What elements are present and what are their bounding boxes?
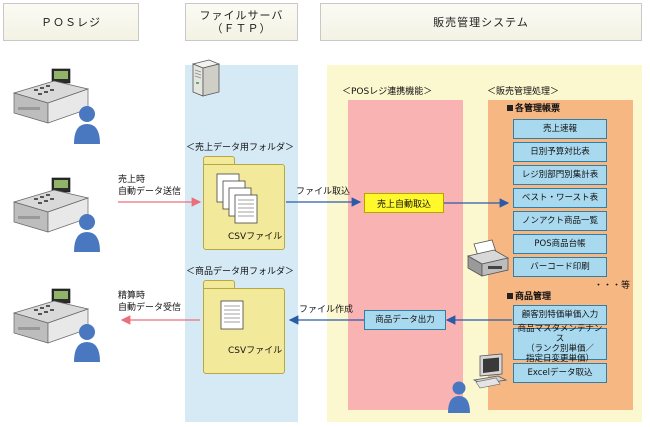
bullet-square (507, 293, 513, 299)
recv-label-line2: 自動データ受信 (118, 303, 182, 313)
send-label-line1: 売上時 (118, 175, 146, 185)
create-label: ファイル作成 (299, 305, 354, 315)
report-item-label: 日別予算対比表 (530, 147, 590, 157)
header-ftp: ファイルサーバ （ＦＴＰ） (185, 3, 298, 41)
person-icon (74, 324, 100, 362)
printer-icon (466, 239, 510, 277)
computer-icon (472, 353, 508, 389)
pos-link-panel (348, 100, 463, 410)
product-folder-label: ＜商品データ用フォルダ＞ (186, 267, 295, 277)
header-sales-system: 販売管理システム (320, 3, 642, 41)
header-ftp-line1: ファイルサーバ (199, 9, 284, 22)
reports-heading-label: 各管理帳票 (515, 104, 561, 114)
product-item: Excelデータ取込 (513, 363, 607, 383)
bullet-square (507, 105, 513, 111)
product-item: 商品マスタメンテナンス （ランク別単価／ 指定日変更単価） (513, 324, 607, 364)
document-stack-icon (216, 173, 258, 224)
report-item: POS商品台帳 (513, 234, 607, 254)
products-heading-label: 商品管理 (515, 292, 552, 302)
etc-label: ・・・等 (594, 281, 631, 291)
pos-register-icon (12, 288, 90, 344)
report-item-label: POS商品台帳 (534, 239, 586, 249)
report-item-label: バーコード印刷 (530, 262, 590, 272)
report-item-label: ベスト・ワースト表 (521, 193, 599, 203)
person-icon (74, 106, 100, 144)
report-item-label: レジ別部門別集計表 (521, 170, 599, 180)
product-output-label: 商品データ出力 (375, 315, 435, 325)
report-item: 売上速報 (513, 119, 607, 139)
products-heading: 商品管理 (507, 292, 551, 303)
header-pos-label: ＰＯＳレジ (41, 15, 101, 29)
recv-label-line1: 精算時 (118, 291, 146, 301)
product-item-label: 顧客別特価単価入力 (521, 310, 599, 320)
pos-link-title: ＜POSレジ連携機能＞ (342, 87, 433, 97)
csv-file-label: CSVファイル (228, 232, 283, 242)
report-item: レジ別部門別集計表 (513, 165, 607, 185)
server-icon (191, 59, 221, 97)
reports-heading: 各管理帳票 (507, 104, 560, 115)
product-item-label: 商品マスタメンテナンス (517, 324, 603, 344)
person-icon (448, 381, 470, 413)
send-label-line2: 自動データ送信 (118, 187, 182, 197)
product-data-folder (203, 288, 285, 374)
header-pos: ＰＯＳレジ (3, 3, 139, 41)
report-item: ノンアクト商品一覧 (513, 211, 607, 231)
pos-register-icon (12, 68, 90, 124)
auto-import-label: 売上自動取込 (376, 199, 431, 210)
report-item-label: 売上速報 (542, 124, 577, 134)
header-sales-label: 販売管理システム (433, 15, 529, 29)
sales-folder-tab (203, 156, 235, 165)
product-folder-tab (203, 280, 235, 289)
import-label: ファイル取込 (296, 187, 351, 197)
report-item: ベスト・ワースト表 (513, 188, 607, 208)
product-item-label: Excelデータ取込 (527, 368, 593, 378)
person-icon (74, 214, 100, 252)
pos-register-icon (12, 177, 90, 233)
report-item: バーコード印刷 (513, 257, 607, 277)
document-icon (220, 300, 244, 330)
product-item-sublabel: （ランク別単価／ (525, 344, 594, 354)
report-item-label: ノンアクト商品一覧 (521, 216, 599, 226)
auto-import-box: 売上自動取込 (364, 193, 444, 213)
csv-file-label: CSVファイル (228, 346, 283, 356)
product-output-box: 商品データ出力 (364, 310, 446, 330)
sales-folder-label: ＜売上データ用フォルダ＞ (186, 143, 295, 153)
report-item: 日別予算対比表 (513, 142, 607, 162)
mgmt-title: ＜販売管理処理＞ (487, 87, 560, 97)
product-item: 顧客別特価単価入力 (513, 305, 607, 325)
header-ftp-line2: （ＦＴＰ） (211, 22, 272, 35)
product-item-sublabel: 指定日変更単価） (525, 354, 594, 364)
